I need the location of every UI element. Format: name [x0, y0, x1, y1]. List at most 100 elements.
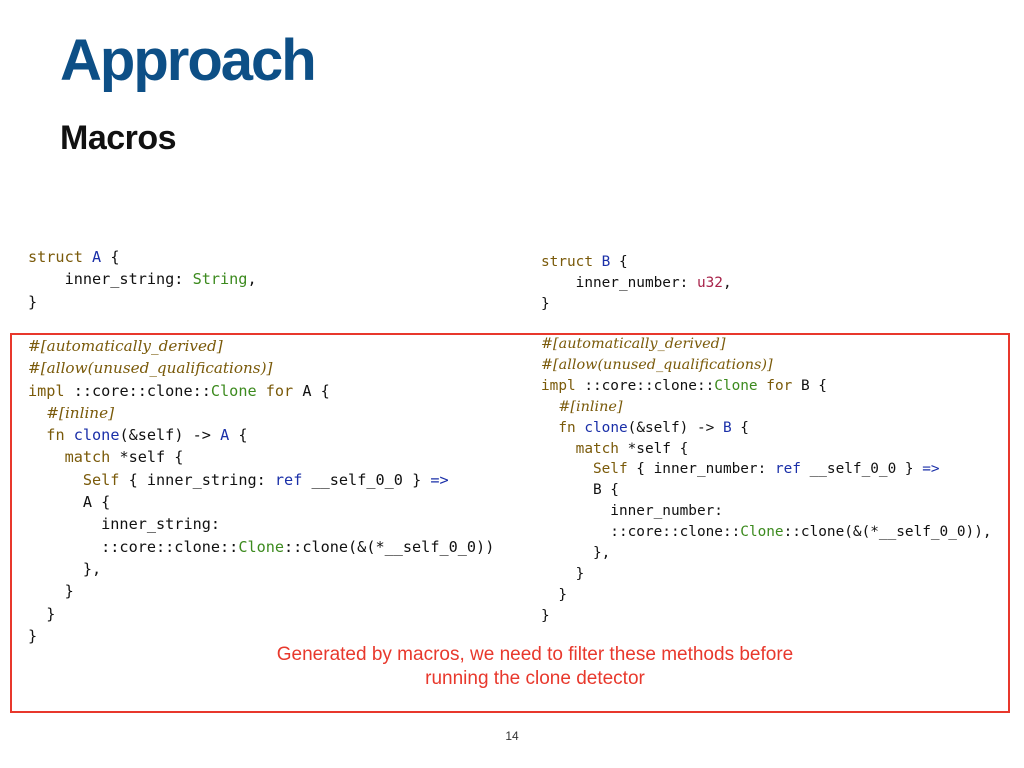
- code-line: }: [28, 291, 257, 313]
- code-token-kw: struct: [28, 248, 83, 266]
- code-token-plain: [28, 404, 46, 422]
- code-token-attr: #[automatically_derived]: [541, 336, 726, 352]
- code-token-kw: impl: [28, 381, 65, 400]
- code-token-plain: (&self) ->: [119, 426, 221, 445]
- code-line: ::core::clone::Clone::clone(&(*__self_0_…: [541, 522, 992, 543]
- code-token-plain: {: [731, 419, 749, 436]
- code-token-trait: Clone: [714, 377, 758, 394]
- code-token-plain: }: [28, 604, 56, 623]
- code-line: A {: [28, 491, 494, 513]
- code-token-name: B: [601, 254, 611, 270]
- code-token-plain: {: [229, 426, 248, 445]
- impl-clone-b-code-block: #[automatically_derived] #[allow(unused_q…: [541, 334, 992, 627]
- code-token-plain: B {: [792, 377, 827, 394]
- code-token-plain: (&self) ->: [627, 419, 723, 436]
- code-token-kw: fn: [558, 419, 576, 436]
- code-token-plain: },: [28, 559, 102, 578]
- macro-generated-note: Generated by macros, we need to filter t…: [185, 643, 885, 691]
- code-token-plain: ::core::clone::: [28, 537, 239, 556]
- code-token-plain: A {: [28, 493, 111, 512]
- code-token-trait: Clone: [740, 524, 784, 541]
- code-token-plain: [541, 441, 576, 457]
- code-line: match *self {: [28, 446, 494, 468]
- code-line: ::core::clone::Clone::clone(&(*__self_0_…: [28, 536, 494, 558]
- code-token-attr: #[inline]: [46, 403, 114, 422]
- code-line: #[inline]: [541, 397, 992, 418]
- code-token-plain: B {: [541, 482, 619, 499]
- code-token-plain: inner_string:: [28, 515, 221, 534]
- code-token-kw: fn: [46, 426, 65, 445]
- code-token-name: A: [92, 248, 102, 266]
- code-token-plain: inner_string:: [28, 270, 193, 289]
- struct-a-code-block: struct A { inner_string: String,}: [28, 246, 257, 313]
- code-token-plain: [65, 426, 74, 444]
- code-line: }: [541, 564, 992, 585]
- code-line: fn clone(&self) -> A {: [28, 424, 494, 446]
- code-token-trait: Clone: [238, 537, 285, 556]
- code-token-plain: ::core::clone::: [575, 377, 715, 394]
- code-token-plain: }: [28, 292, 38, 311]
- code-token-plain: }: [541, 586, 567, 603]
- code-token-plain: ::clone(&(*__self_0_0)),: [783, 524, 992, 541]
- code-line: }: [28, 603, 494, 625]
- code-line: Self { inner_string: ref __self_0_0 } =>: [28, 469, 494, 491]
- code-line: impl ::core::clone::Clone for A {: [28, 380, 494, 402]
- code-token-plain: __self_0_0 }: [800, 461, 923, 478]
- code-token-plain: ,: [722, 274, 732, 291]
- code-token-plain: [541, 420, 558, 436]
- code-line: fn clone(&self) -> B {: [541, 418, 992, 439]
- code-token-plain: __self_0_0 }: [302, 470, 431, 489]
- code-token-name: ref: [774, 461, 801, 478]
- code-line: struct B {: [541, 252, 732, 273]
- code-line: #[automatically_derived]: [541, 334, 992, 355]
- code-line: inner_string: String,: [28, 268, 257, 290]
- code-token-kw: impl: [541, 377, 576, 394]
- code-token-plain: [541, 461, 593, 477]
- code-line: }: [541, 606, 992, 627]
- code-token-plain: *self {: [618, 440, 689, 457]
- code-token-trait: Clone: [210, 381, 257, 400]
- code-line: Self { inner_number: ref __self_0_0 } =>: [541, 459, 992, 480]
- slide-subtitle: Macros: [60, 119, 177, 157]
- code-token-kw: Self: [82, 470, 120, 489]
- code-token-kw: for: [265, 381, 294, 400]
- code-line: inner_string:: [28, 513, 494, 535]
- code-token-plain: [257, 382, 266, 400]
- code-token-type: u32: [696, 274, 723, 291]
- code-token-plain: ,: [247, 270, 257, 289]
- code-token-attr: #[automatically_derived]: [28, 337, 223, 355]
- code-token-plain: },: [541, 545, 611, 562]
- code-token-plain: { inner_string:: [119, 470, 275, 489]
- code-line: }: [28, 625, 494, 647]
- code-token-attr: #[inline]: [558, 398, 623, 415]
- code-token-plain: [541, 399, 558, 415]
- code-token-attr: #[allow(unused_qualifications)]: [541, 356, 773, 373]
- code-line: struct A {: [28, 246, 257, 268]
- code-token-plain: {: [610, 254, 628, 270]
- code-token-plain: ::core::clone::: [64, 381, 211, 400]
- code-token-name: =>: [430, 470, 449, 489]
- code-token-name: clone: [584, 419, 628, 436]
- code-token-plain: {: [101, 248, 120, 266]
- code-token-attr: #[allow(unused_qualifications)]: [28, 359, 273, 378]
- code-token-kw: match: [64, 448, 111, 467]
- code-token-plain: }: [28, 626, 38, 645]
- page-number: 14: [505, 729, 519, 743]
- code-line: inner_number:: [541, 501, 992, 522]
- code-line: #[allow(unused_qualifications)]: [28, 357, 494, 379]
- code-token-plain: [28, 471, 83, 489]
- code-token-kw: Self: [592, 461, 628, 478]
- code-token-plain: }: [541, 607, 550, 624]
- struct-b-code-block: struct B { inner_number: u32,}: [541, 252, 732, 315]
- code-line: }: [541, 294, 732, 315]
- code-token-plain: }: [541, 295, 550, 312]
- code-line: #[inline]: [28, 402, 494, 424]
- code-token-name: A: [220, 426, 230, 445]
- code-line: }: [541, 585, 992, 606]
- code-token-plain: *self {: [110, 448, 184, 467]
- code-token-plain: inner_number:: [541, 503, 723, 520]
- code-line: impl ::core::clone::Clone for B {: [541, 376, 992, 397]
- note-line: Generated by macros, we need to filter t…: [276, 644, 794, 665]
- code-token-name: =>: [922, 461, 940, 478]
- code-line: },: [541, 543, 992, 564]
